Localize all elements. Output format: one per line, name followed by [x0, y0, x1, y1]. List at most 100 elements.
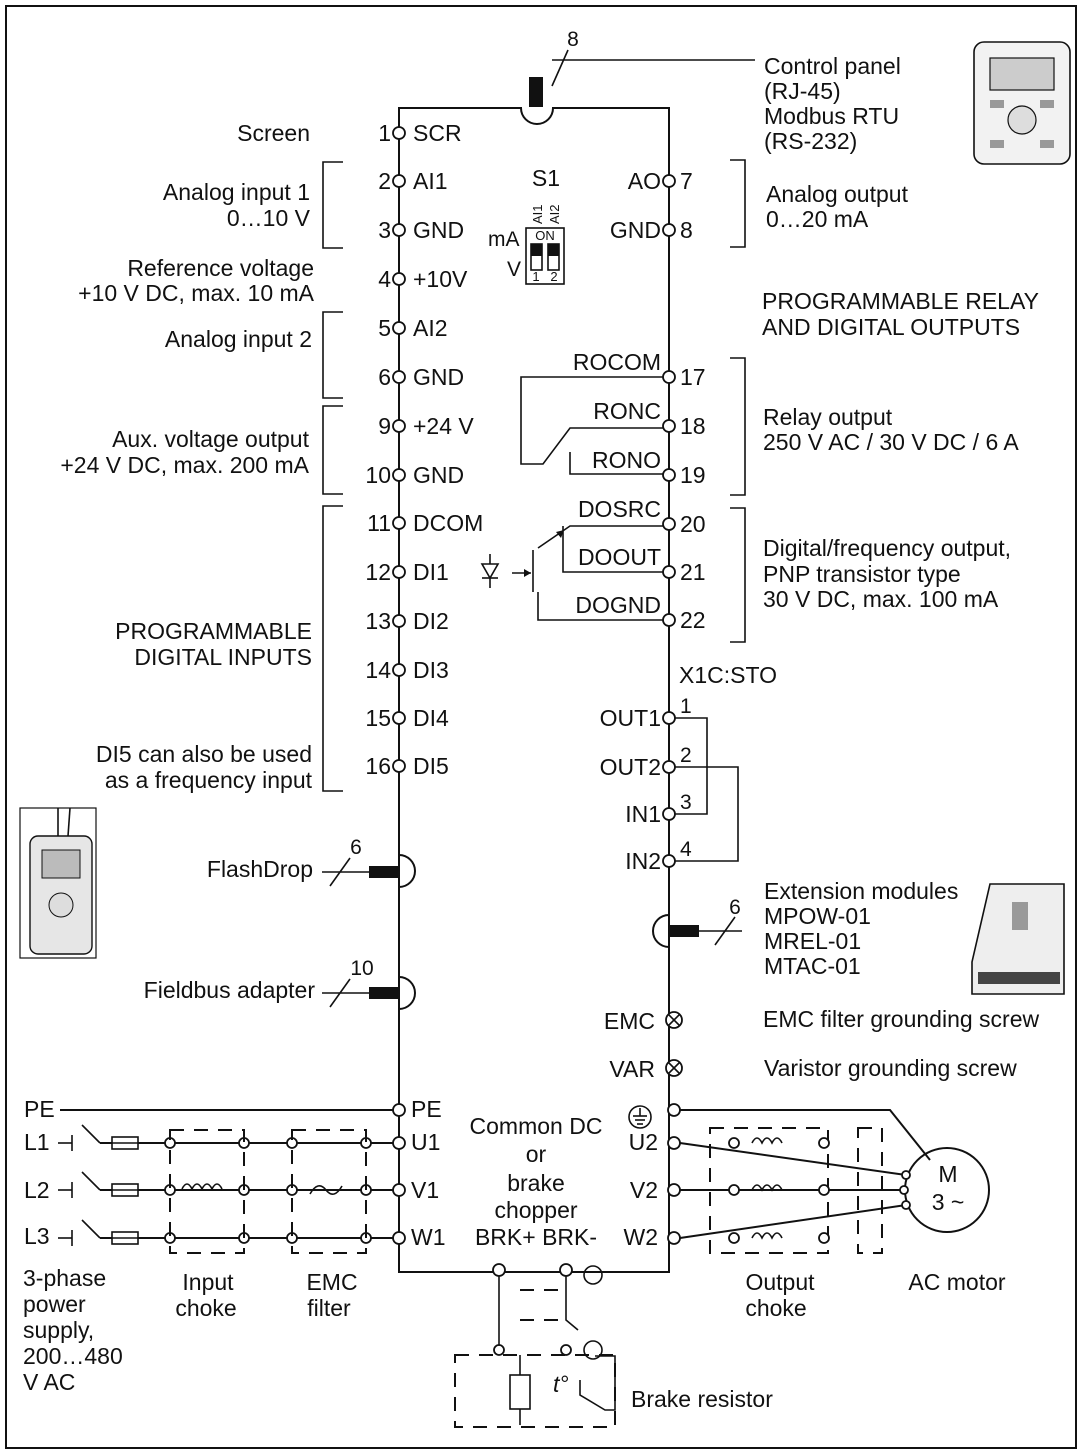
terminal-number: 11	[367, 510, 391, 536]
common-dc-label: Common DC	[470, 1113, 603, 1139]
terminal-screw[interactable]	[662, 711, 676, 725]
s1-ai1-label: AI1	[530, 204, 545, 224]
var-screw-code: VAR	[609, 1056, 655, 1082]
terminal-name: RONO	[592, 447, 661, 473]
left-terminal-4[interactable]: 4+10V	[378, 266, 468, 292]
left-terminal-9[interactable]: 9+24 V	[378, 413, 474, 439]
terminal-number: 3	[378, 217, 391, 243]
terminal-number: 8	[680, 217, 693, 243]
terminal-screw[interactable]	[662, 174, 676, 188]
diagram-frame	[5, 5, 1077, 1449]
terminal-number: 22	[680, 607, 706, 633]
terminal-screw[interactable]	[392, 565, 406, 579]
terminal-screw[interactable]	[392, 126, 406, 140]
terminal-screw[interactable]	[662, 807, 676, 821]
terminal-screw[interactable]	[392, 711, 406, 725]
s1-ai2-label: AI2	[547, 204, 562, 224]
left-terminal-10[interactable]: 10 GND	[365, 462, 464, 488]
terminal-screw[interactable]	[392, 321, 406, 335]
terminal-name: SCR	[413, 120, 462, 146]
terminal-screw[interactable]	[392, 759, 406, 773]
terminal-screw[interactable]	[392, 272, 406, 286]
var-screw[interactable]: VAR	[609, 1056, 683, 1082]
terminal-number: 21	[680, 559, 706, 585]
relay-label: Relay output	[763, 404, 893, 430]
terminal-screw[interactable]	[662, 854, 676, 868]
terminal-screw[interactable]	[662, 565, 676, 579]
terminal-screw[interactable]	[662, 223, 676, 237]
terminal-number: 1	[378, 120, 391, 146]
var-screw-label: Varistor grounding screw	[764, 1055, 1017, 1081]
aux-spec: +24 V DC, max. 200 mA	[60, 452, 309, 478]
panel-label: Control panel	[764, 53, 901, 79]
supply-label-3: supply,	[23, 1317, 94, 1343]
terminal-screw[interactable]	[662, 468, 676, 482]
terminal-screw[interactable]	[392, 614, 406, 628]
v1-label: V1	[411, 1177, 439, 1203]
terminal-screw[interactable]	[392, 370, 406, 384]
terminal-screw[interactable]	[662, 613, 676, 627]
terminal-screw[interactable]	[662, 370, 676, 384]
ai1-label: Analog input 1	[163, 179, 310, 205]
power-output-wiring	[667, 1103, 990, 1254]
terminal-screw[interactable]	[392, 419, 406, 433]
terminal-screw[interactable]	[392, 174, 406, 188]
sto-number: 1	[680, 695, 692, 718]
terminal-screw[interactable]	[392, 223, 406, 237]
w2-label: W2	[624, 1224, 659, 1250]
terminal-screw[interactable]	[662, 760, 676, 774]
sto-jumpers	[675, 717, 739, 862]
terminal-screw[interactable]	[662, 517, 676, 531]
terminal-number: 18	[680, 413, 706, 439]
right-terminal-18[interactable]: 18 RONC	[593, 398, 705, 439]
emc-filter-label-2: filter	[307, 1295, 351, 1321]
phase-row-3	[58, 1219, 406, 1246]
input-choke-label-2: choke	[175, 1295, 236, 1321]
terminal-name: GND	[413, 462, 464, 488]
terminal-screw[interactable]	[662, 419, 676, 433]
panel-rs232: (RS-232)	[764, 128, 857, 154]
terminal-screw[interactable]	[392, 468, 406, 482]
terminal-number: 10	[365, 462, 391, 488]
right-terminal-7[interactable]: 7AO	[628, 168, 693, 194]
sto-header: X1C:STO	[679, 662, 777, 688]
temp-symbol: t°	[553, 1371, 569, 1397]
left-terminal-1[interactable]: 1 SCR	[378, 120, 461, 146]
l3-label: L3	[24, 1223, 50, 1249]
do-label: Digital/frequency output,	[763, 535, 1011, 561]
terminal-name: ROCOM	[573, 349, 661, 375]
s1-dip-switch[interactable]: S1 AI1 AI2 mA V ON 1 2	[488, 165, 565, 285]
terminal-screw[interactable]	[392, 516, 406, 530]
terminal-name: RONC	[593, 398, 661, 424]
pdi-label-2: DIGITAL INPUTS	[134, 644, 312, 670]
terminal-number: 20	[680, 511, 706, 537]
ref-spec: +10 V DC, max. 10 mA	[78, 280, 314, 306]
sto-number: 4	[680, 838, 692, 861]
brake-resistor-label: Brake resistor	[631, 1386, 773, 1412]
terminal-number: 15	[365, 705, 391, 731]
terminal-screw[interactable]	[392, 663, 406, 677]
emc-screw[interactable]: EMC	[604, 1008, 683, 1034]
terminal-number: 13	[365, 608, 391, 634]
